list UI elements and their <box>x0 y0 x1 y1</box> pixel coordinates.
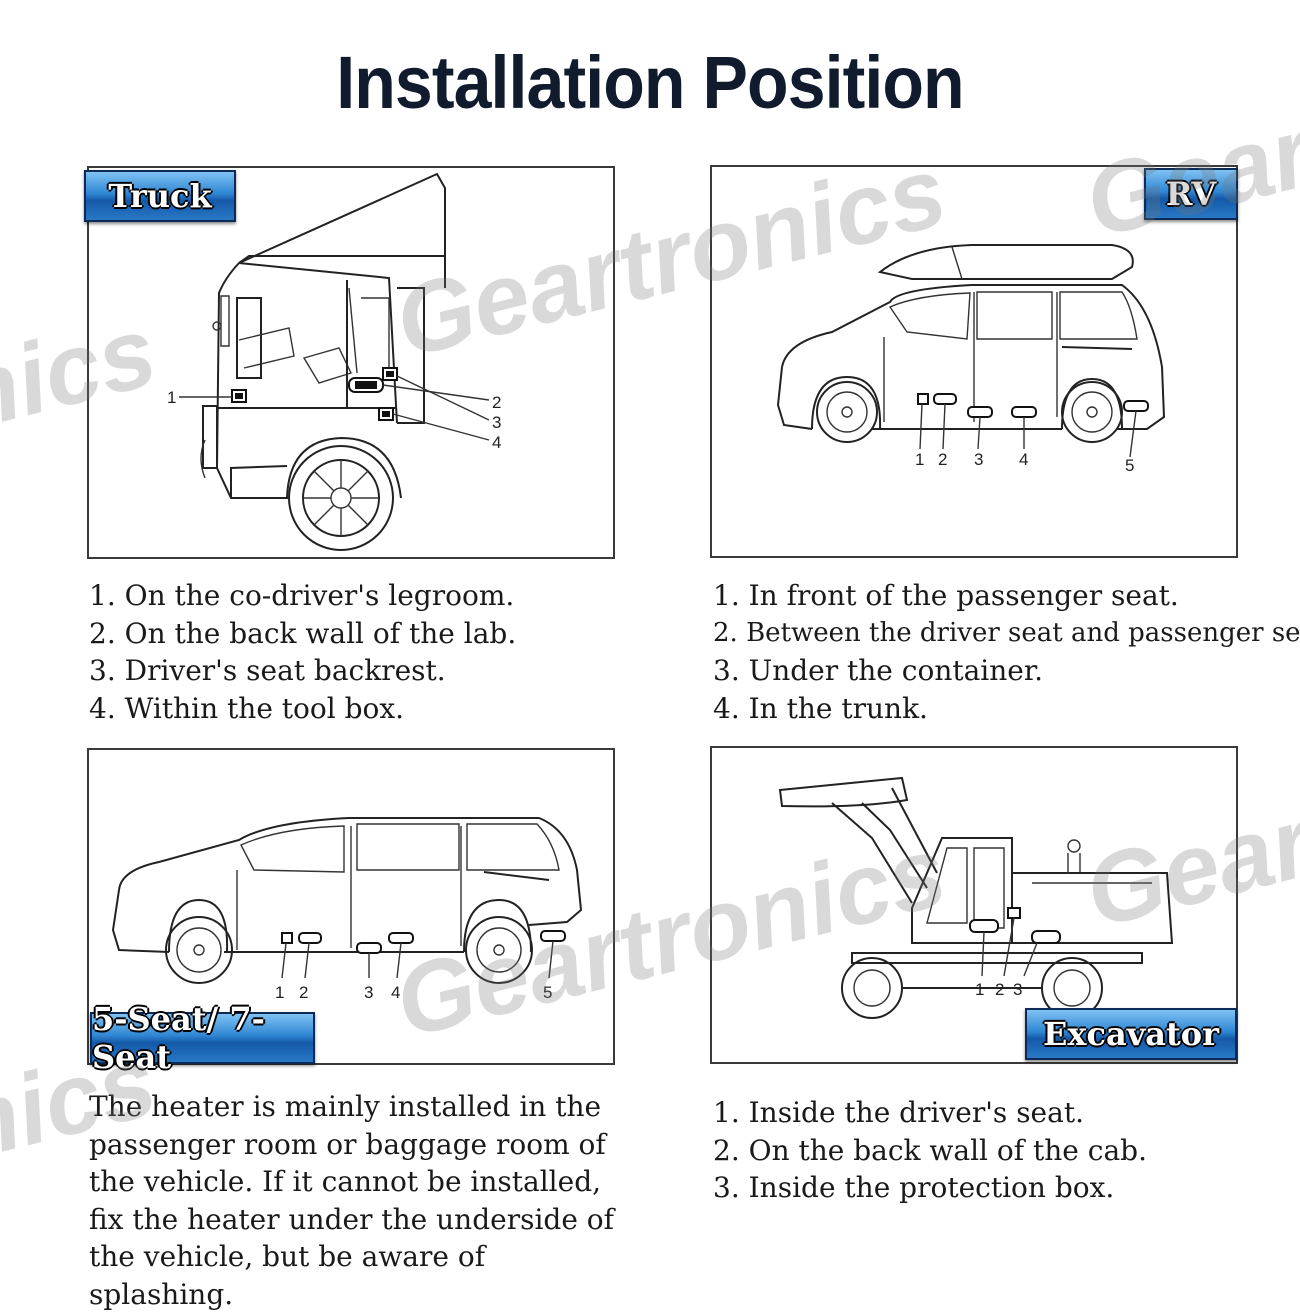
truck-badge: Truck <box>84 170 236 222</box>
rv-badge: RV <box>1144 168 1238 220</box>
rv-label-4: 4 <box>1019 450 1028 469</box>
seat-label-2: 2 <box>299 983 308 1002</box>
truck-label-1: 1 <box>167 388 176 407</box>
list-item: 2. On the back wall of the lab. <box>89 616 517 650</box>
excavator-label-1: 1 <box>975 980 984 999</box>
list-item: 1. In front of the passenger seat. <box>713 579 1179 612</box>
rv-list: 1. In front of the passenger seat. 2. Be… <box>713 577 1300 727</box>
excavator-label-2: 2 <box>995 980 1004 999</box>
seat-label-1: 1 <box>275 983 284 1002</box>
rv-label-5: 5 <box>1125 456 1134 475</box>
rv-illustration: 1 2 3 4 5 <box>776 244 1166 475</box>
list-item: 4. In the trunk. <box>713 691 928 725</box>
rv-panel: 1 2 3 4 5 <box>710 165 1238 558</box>
list-item: 3. Under the container. <box>713 654 1044 687</box>
truck-label-2: 2 <box>492 393 501 412</box>
list-item: 1. On the co-driver's legroom. <box>89 579 515 612</box>
excavator-list: 1. Inside the driver's seat. 2. On the b… <box>713 1094 1147 1207</box>
list-item: 3. Inside the protection box. <box>713 1171 1115 1204</box>
truck-panel: 1 2 3 4 <box>87 166 615 559</box>
list-item: 1. Inside the driver's seat. <box>713 1096 1084 1129</box>
list-item: 2. Between the driver seat and passenger… <box>713 617 1300 648</box>
list-item: 4. Within the tool box. <box>89 691 405 725</box>
truck-list: 1. On the co-driver's legroom. 2. On the… <box>89 577 516 727</box>
rv-label-3: 3 <box>974 450 983 469</box>
minivan-illustration: 1 2 3 4 5 <box>111 817 583 1002</box>
rv-label-1: 1 <box>915 450 924 469</box>
excavator-illustration: 1 2 3 <box>778 776 1174 1019</box>
excavator-label-3: 3 <box>1013 980 1022 999</box>
list-item: 3. Driver's seat backrest. <box>89 654 446 687</box>
truck-illustration: 1 2 3 4 <box>167 172 501 551</box>
list-item: 2. On the back wall of the cab. <box>713 1133 1147 1167</box>
seat-label-4: 4 <box>391 983 400 1002</box>
seat-label-3: 3 <box>364 983 373 1002</box>
rv-label-2: 2 <box>938 450 947 469</box>
page-title: Installation Position <box>336 41 964 124</box>
seat-badge: 5-Seat/ 7-Seat <box>90 1000 315 1076</box>
truck-label-3: 3 <box>492 413 501 432</box>
seat-description: The heater is mainly installed in the pa… <box>89 1090 615 1311</box>
excavator-badge: Excavator <box>1025 1008 1237 1060</box>
excavator-panel: 1 2 3 <box>710 746 1238 1064</box>
truck-label-4: 4 <box>492 433 501 452</box>
seat-label-5: 5 <box>543 983 552 1002</box>
